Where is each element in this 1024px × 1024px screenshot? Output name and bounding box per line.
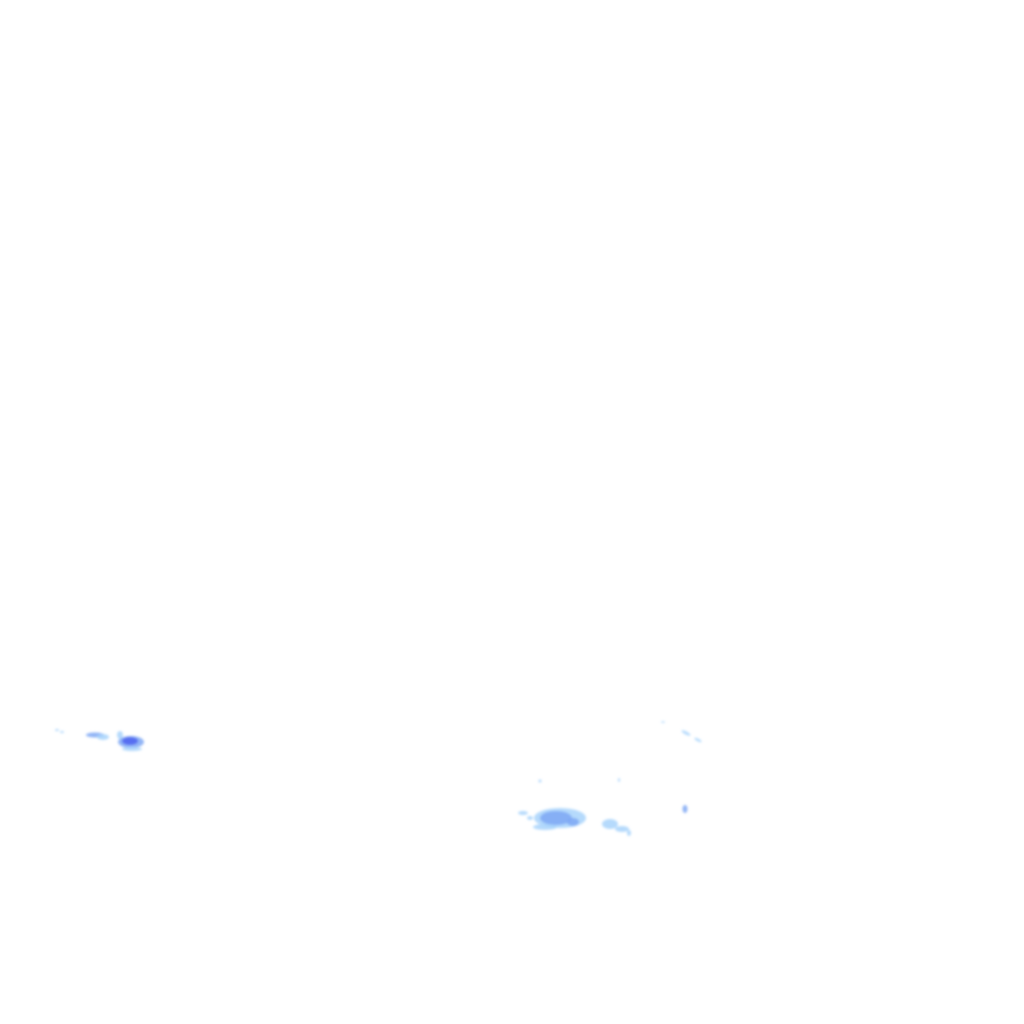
radar-echo <box>627 830 631 836</box>
precipitation-cell-south <box>518 778 688 836</box>
radar-echo <box>527 816 533 820</box>
radar-echo <box>615 826 629 832</box>
radar-echo <box>55 729 59 731</box>
radar-echo <box>122 737 138 745</box>
precipitation-cell-west <box>55 729 144 751</box>
radar-echo <box>618 778 620 782</box>
radar-echo <box>60 731 64 733</box>
radar-echo <box>694 737 702 743</box>
radar-echo <box>538 779 542 783</box>
radar-echo <box>518 811 528 815</box>
radar-echo <box>117 731 123 739</box>
radar-echo <box>602 819 618 829</box>
radar-echo <box>567 818 579 826</box>
radar-echo <box>540 811 572 825</box>
radar-echo <box>97 734 109 740</box>
radar-echo <box>661 721 665 723</box>
precipitation-streak-east <box>661 721 702 743</box>
radar-echo <box>682 805 688 813</box>
radar-echo <box>533 824 557 830</box>
radar-echo <box>122 747 142 751</box>
radar-echo <box>681 730 691 736</box>
